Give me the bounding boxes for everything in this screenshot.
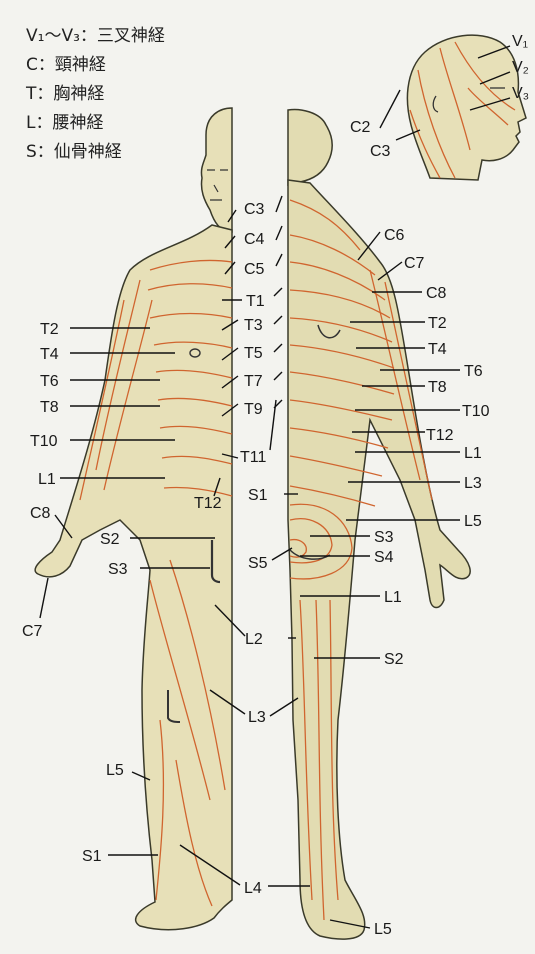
label-s3-front: S3 xyxy=(108,561,128,578)
label-s3-back: S3 xyxy=(374,529,394,546)
label-c8-front: C8 xyxy=(30,505,51,522)
leader-line xyxy=(40,578,48,618)
label-s2-back: S2 xyxy=(384,651,404,668)
label-t10-front: T10 xyxy=(30,433,58,450)
label-t6-front: T6 xyxy=(40,373,59,390)
label-v3: V₃ xyxy=(512,85,529,102)
label-v2: V₂ xyxy=(512,59,529,76)
label-v1: V₁ xyxy=(512,33,528,50)
front-torso-outline xyxy=(35,225,232,930)
label-s4-back: S4 xyxy=(374,549,394,566)
label-t12-front: T12 xyxy=(194,495,222,512)
label-t12-back: T12 xyxy=(426,427,454,444)
back-head xyxy=(288,110,332,185)
label-l5b-back: L5 xyxy=(374,921,392,938)
label-t10-back: T10 xyxy=(462,403,490,420)
label-c7-back: C7 xyxy=(404,255,425,272)
label-t4-back: T4 xyxy=(428,341,447,358)
label-t2-front: T2 xyxy=(40,321,59,338)
label-t8-back: T8 xyxy=(428,379,447,396)
label-t2-back: T2 xyxy=(428,315,447,332)
leader-line xyxy=(380,90,400,128)
label-l1b-back: L1 xyxy=(384,589,402,606)
label-l5-front: L5 xyxy=(106,762,124,779)
label-l1-front: L1 xyxy=(38,471,56,488)
label-c8-back: C8 xyxy=(426,285,447,302)
label-l3-back: L3 xyxy=(464,475,482,492)
label-s1-front: S1 xyxy=(82,848,102,865)
label-t6-back: T6 xyxy=(464,363,483,380)
label-c3-head: C3 xyxy=(370,143,391,160)
label-l5-back: L5 xyxy=(464,513,482,530)
head-profile-outline xyxy=(407,35,526,180)
label-c2-head: C2 xyxy=(350,119,371,136)
label-c6-back: C6 xyxy=(384,227,405,244)
front-body xyxy=(35,108,232,930)
label-c7-front: C7 xyxy=(22,623,43,640)
label-l1-back: L1 xyxy=(464,445,482,462)
label-t8-front: T8 xyxy=(40,399,59,416)
label-s2-front: S2 xyxy=(100,531,120,548)
head-profile xyxy=(407,35,526,180)
label-t4-front: T4 xyxy=(40,346,59,363)
